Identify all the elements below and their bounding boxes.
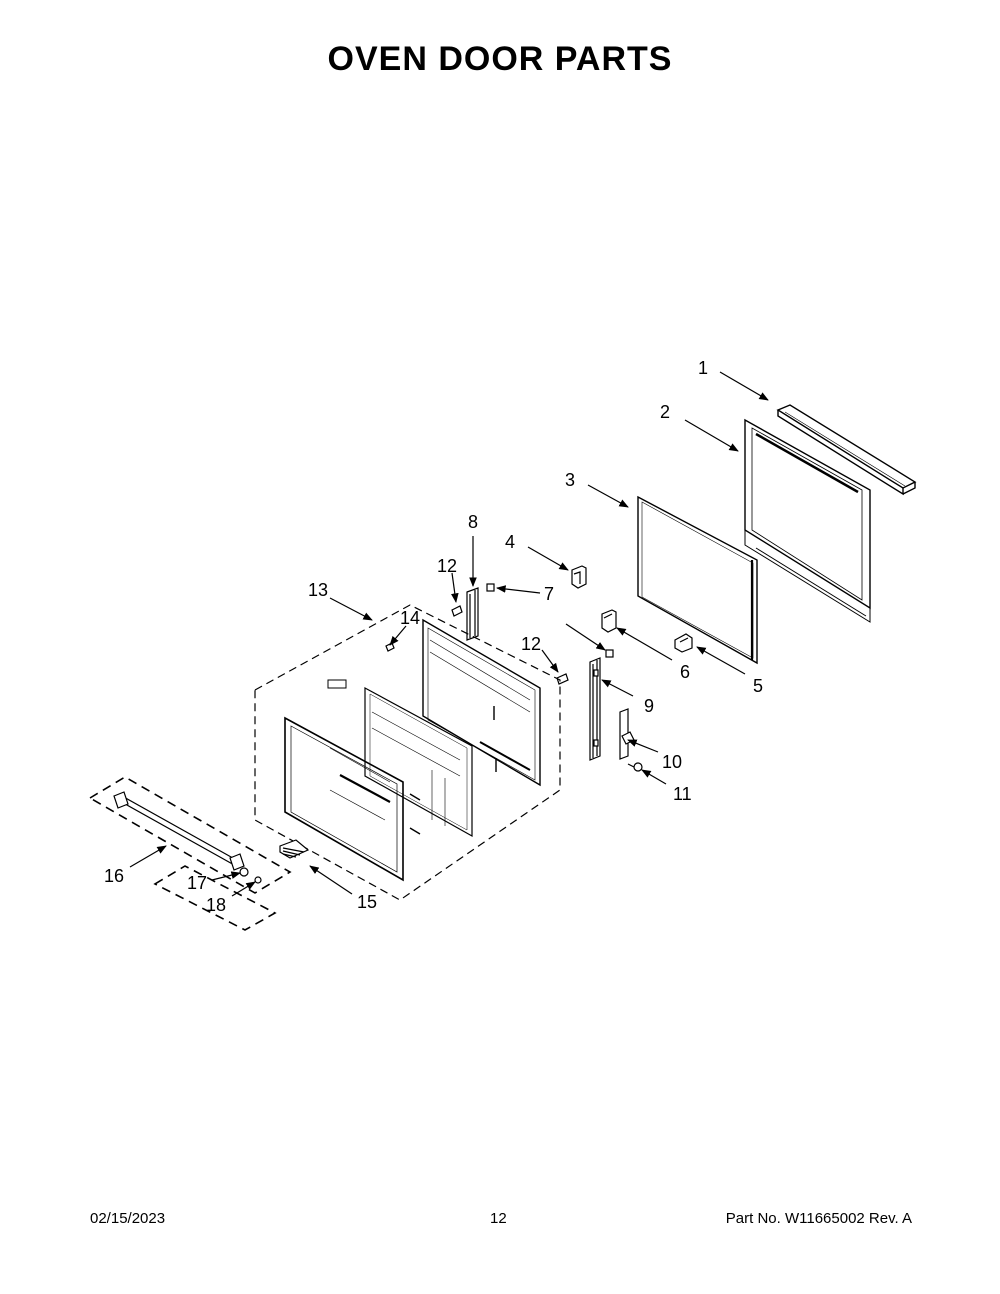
part-6-clip: [601, 609, 617, 633]
callout-18: 18: [206, 895, 226, 915]
part-13-inner-door-assembly: [254, 604, 561, 901]
callout-17: 17: [187, 873, 207, 893]
callout-12b: 12: [521, 634, 541, 654]
callout-11: 11: [673, 784, 692, 804]
part-1-top-trim: [776, 404, 917, 496]
footer-date: 02/15/2023: [90, 1210, 166, 1227]
part-11-screw: [627, 762, 643, 772]
part-10-hinge: [619, 708, 635, 760]
callout-5: 5: [753, 676, 763, 696]
callout-7: 7: [544, 584, 554, 604]
footer-part-number: Part No. W11665002 Rev. A: [725, 1210, 912, 1227]
part-4-bracket: [571, 565, 587, 589]
part-17-18-hardware-box: [153, 865, 277, 931]
part-16-handle-assembly: [88, 776, 292, 894]
part-8-left-channel: [466, 587, 479, 641]
leader-lines: [129, 371, 769, 897]
callout-15: 15: [357, 892, 377, 912]
callout-2: 2: [660, 402, 670, 422]
part-2-outer-door-glass: [744, 418, 871, 623]
part-15-vent-grille: [279, 839, 310, 859]
callout-16: 16: [104, 866, 124, 886]
footer-page-number: 12: [490, 1210, 507, 1227]
page-title: OVEN DOOR PARTS: [327, 40, 673, 78]
callout-10: 10: [662, 752, 682, 772]
callout-12a: 12: [437, 556, 457, 576]
part-9-right-channel: [589, 657, 601, 761]
callout-4: 4: [505, 532, 515, 552]
callout-13: 13: [308, 580, 328, 600]
callout-3: 3: [565, 470, 575, 490]
part-7-pads: [486, 583, 614, 658]
callout-1: 1: [698, 358, 708, 378]
callout-8: 8: [468, 512, 478, 532]
callout-9: 9: [644, 696, 654, 716]
part-3-inner-door-glass: [637, 495, 758, 665]
part-5-clip: [674, 633, 693, 653]
callout-labels: 1 2 3 4 5 6 7 8 9 10 11 12 12 13 14 15 1…: [104, 358, 763, 915]
callout-6: 6: [680, 662, 690, 682]
callout-14: 14: [400, 608, 420, 628]
